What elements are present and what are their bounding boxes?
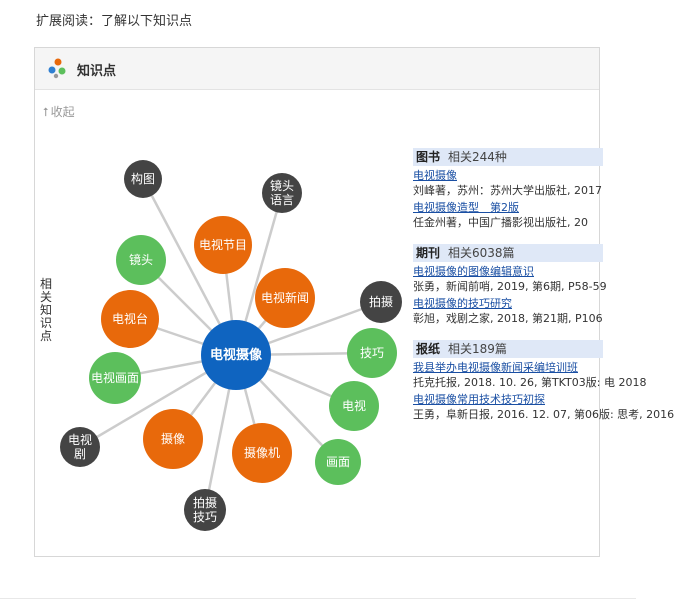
graph-node-circle	[255, 268, 315, 328]
graph-node-label: 技巧	[193, 510, 217, 524]
resource-link[interactable]: 我县举办电视摄像新闻采编培训班	[413, 361, 578, 374]
graph-node[interactable]: 拍摄	[360, 281, 402, 323]
knowledge-panel: 知识点 ⭡收起 构图镜头语言电视节目镜头电视新闻拍摄电视台技巧电视画面电视电视剧…	[34, 47, 674, 557]
resource-item: 电视摄像的图像编辑意识张勇，新闻前哨, 2019, 第6期, P58-59	[413, 264, 607, 294]
graph-node[interactable]: 电视节目	[194, 216, 252, 274]
graph-node-label: 电视新闻	[261, 290, 309, 305]
related-knowledge-label: 相关知识点	[39, 277, 52, 343]
graph-node-label: 电视画面	[91, 370, 139, 385]
collapse-label: 收起	[50, 105, 75, 119]
page-heading: 扩展阅读：了解以下知识点	[36, 14, 193, 29]
graph-node[interactable]: 摄像机	[232, 423, 292, 483]
graph-node[interactable]: 构图	[124, 160, 162, 198]
graph-node-label: 电视	[68, 432, 92, 447]
arrow-up-icon: ⭡	[43, 105, 49, 119]
resource-item: 电视摄像刘峰著，苏州：苏州大学出版社, 2017	[413, 168, 603, 198]
resource-section: 期刊相关6038篇电视摄像的图像编辑意识张勇，新闻前哨, 2019, 第6期, …	[413, 244, 607, 326]
graph-center-label: 电视摄像	[210, 347, 263, 363]
graph-node-label: 拍摄	[193, 495, 217, 510]
graph-node-label: 电视节目	[199, 237, 247, 252]
section-header: 报纸相关189篇	[413, 340, 603, 358]
graph-node-label: 电视台	[112, 311, 148, 326]
divider	[0, 598, 636, 599]
resource-meta: 刘峰著，苏州：苏州大学出版社, 2017	[413, 184, 602, 197]
graph-node[interactable]: 画面	[315, 439, 361, 485]
graph-node[interactable]: 电视	[329, 381, 379, 431]
graph-node-label: 语言	[270, 193, 294, 207]
resource-link[interactable]: 电视摄像	[413, 169, 457, 182]
graph-center-circle	[201, 320, 271, 390]
graph-node-circle	[143, 409, 203, 469]
resource-link[interactable]: 电视摄像常用技术技巧初探	[413, 393, 545, 406]
resource-meta: 彰旭，戏剧之家, 2018, 第21期, P106	[413, 312, 603, 325]
graph-node-label: 电视	[342, 398, 366, 413]
graph-node-label: 画面	[326, 455, 350, 469]
resource-link[interactable]: 电视摄像造型 第2版	[413, 201, 519, 214]
graph-node[interactable]: 电视剧	[60, 427, 100, 467]
resource-item: 电视摄像造型 第2版任金州著，中国广播影视出版社, 20	[413, 200, 603, 230]
graph-node[interactable]: 技巧	[347, 328, 397, 378]
section-count: 相关244种	[448, 150, 507, 164]
resource-link[interactable]: 电视摄像的图像编辑意识	[413, 265, 534, 278]
knowledge-graph: 构图镜头语言电视节目镜头电视新闻拍摄电视台技巧电视画面电视电视剧摄像摄像机画面拍…	[60, 160, 402, 531]
graph-node-label: 摄像机	[244, 445, 280, 460]
graph-node-label: 摄像	[161, 431, 185, 446]
graph-node[interactable]: 摄像	[143, 409, 203, 469]
graph-node[interactable]: 镜头	[116, 235, 166, 285]
panel-header: 知识点	[35, 48, 599, 90]
graph-node-circle	[315, 439, 361, 485]
section-count: 相关6038篇	[448, 246, 515, 260]
resource-meta: 王勇，阜新日报, 2016. 12. 07, 第06版: 思考, 2016	[413, 408, 674, 421]
graph-node[interactable]: 电视画面	[89, 352, 141, 404]
graph-node-label: 镜头	[129, 252, 153, 267]
graph-node-circle	[89, 352, 141, 404]
resource-item: 我县举办电视摄像新闻采编培训班托克托报, 2018. 10. 26, 第TKT0…	[413, 360, 647, 390]
graph-node-circle	[194, 216, 252, 274]
section-header: 期刊相关6038篇	[413, 244, 603, 262]
graph-node-circle	[60, 427, 100, 467]
section-header: 图书相关244种	[413, 148, 603, 166]
graph-node[interactable]: 电视台	[101, 290, 159, 348]
panel-title: 知识点	[77, 64, 117, 79]
graph-node-circle	[124, 160, 162, 198]
graph-node-circle	[360, 281, 402, 323]
graph-node-label: 拍摄	[369, 294, 393, 309]
graph-node-circle	[116, 235, 166, 285]
collapse-button[interactable]: ⭡收起	[43, 103, 75, 120]
resource-link[interactable]: 电视摄像的技巧研究	[413, 297, 512, 310]
knowledge-logo-icon	[48, 58, 66, 79]
section-name: 图书	[416, 150, 441, 164]
section-name: 期刊	[416, 246, 441, 260]
resource-item: 电视摄像常用技术技巧初探王勇，阜新日报, 2016. 12. 07, 第06版:…	[413, 392, 674, 422]
graph-node-circle	[329, 381, 379, 431]
resource-meta: 托克托报, 2018. 10. 26, 第TKT03版: 电 2018	[413, 376, 647, 389]
graph-node-circle	[232, 423, 292, 483]
graph-node-circle	[184, 489, 226, 531]
section-name: 报纸	[416, 342, 441, 356]
graph-node-label: 技巧	[360, 346, 384, 360]
graph-node-circle	[262, 173, 302, 213]
graph-node-label: 镜头	[270, 178, 294, 193]
section-count: 相关189篇	[448, 342, 507, 356]
graph-node[interactable]: 电视新闻	[255, 268, 315, 328]
resource-item: 电视摄像的技巧研究彰旭，戏剧之家, 2018, 第21期, P106	[413, 296, 603, 326]
resource-section: 报纸相关189篇我县举办电视摄像新闻采编培训班托克托报, 2018. 10. 2…	[413, 340, 674, 422]
graph-node-circle	[101, 290, 159, 348]
resource-meta: 张勇，新闻前哨, 2019, 第6期, P58-59	[413, 280, 607, 293]
graph-center-node[interactable]: 电视摄像	[201, 320, 271, 390]
graph-node-label: 剧	[74, 447, 86, 461]
resource-meta: 任金州著，中国广播影视出版社, 20	[413, 216, 588, 229]
graph-node-circle	[347, 328, 397, 378]
graph-node-label: 构图	[131, 171, 155, 186]
